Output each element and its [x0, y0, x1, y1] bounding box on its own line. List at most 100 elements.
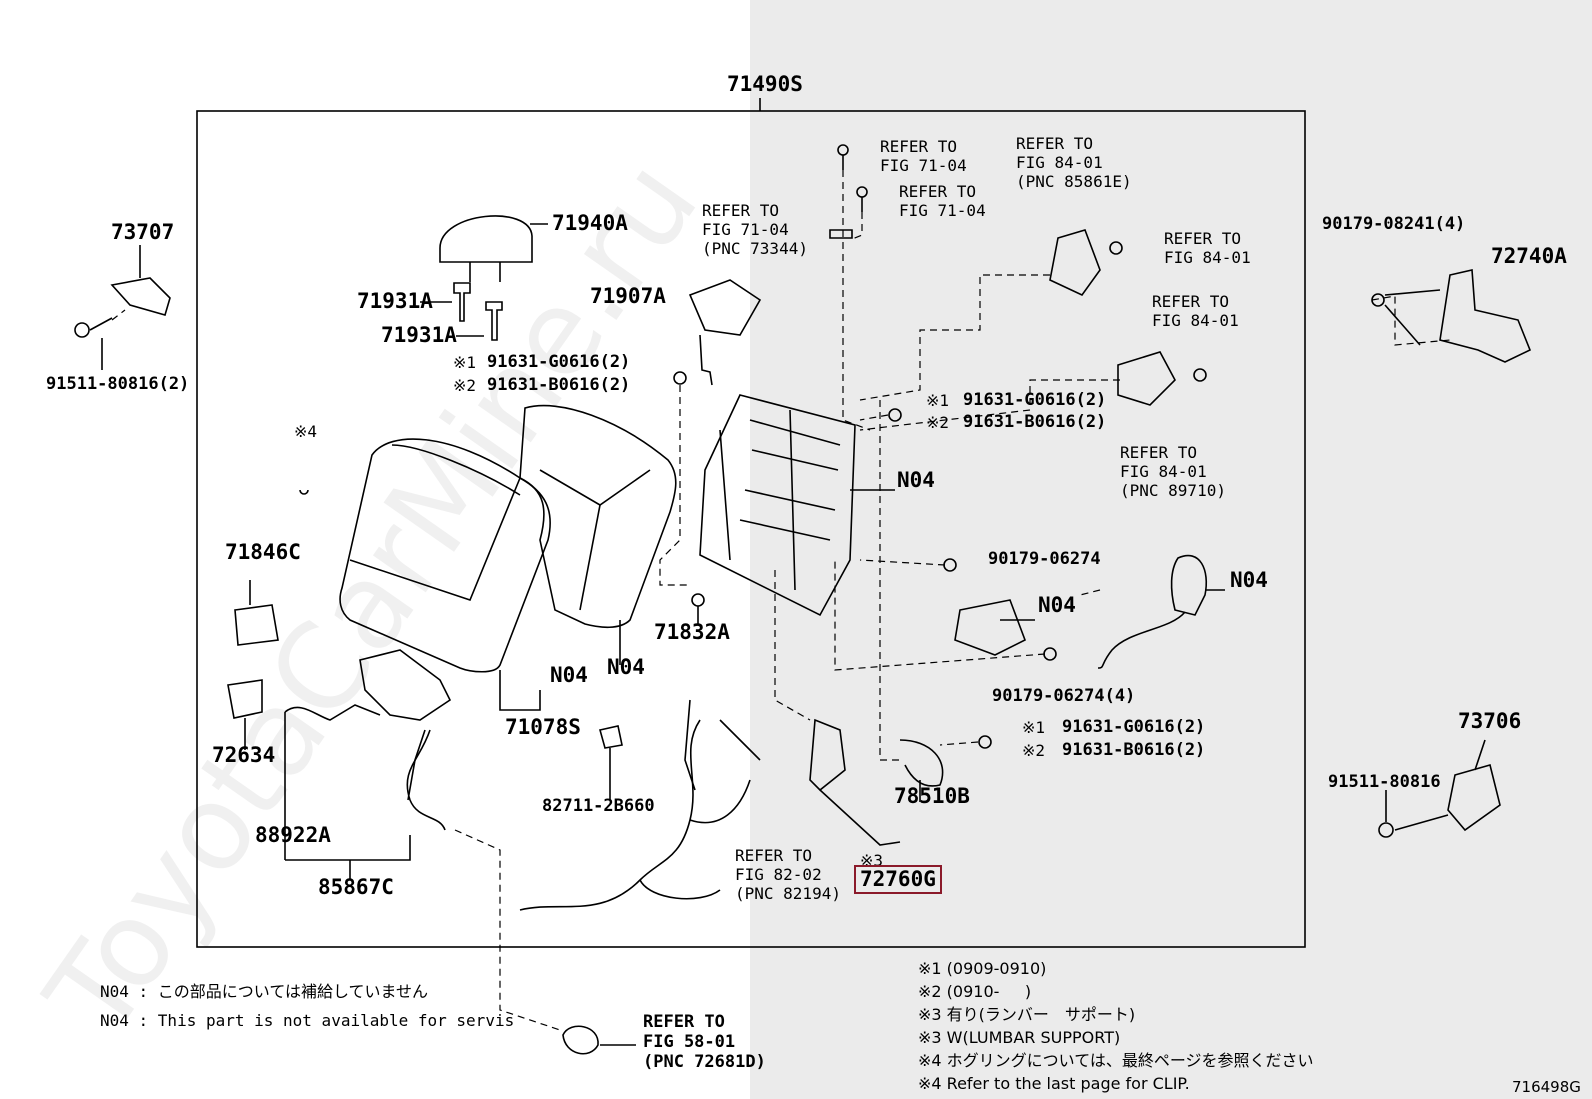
footnotes: ※1 (0909-0910) ※2 (0910- ) ※3 有り(ランバー サポ…	[918, 957, 1314, 1095]
refer-line: (PNC 85861E)	[1016, 172, 1132, 191]
footnote-3-jp: ※3 有り(ランバー サポート)	[918, 1005, 1136, 1024]
refer-line: REFER TO	[1164, 229, 1242, 248]
refer-fig-71-04-b[interactable]: REFER TO FIG 71-04	[899, 182, 986, 220]
ecu-module	[1117, 351, 1176, 406]
mark-1-b: ※1	[926, 391, 950, 410]
refer-line: FIG 71-04	[899, 201, 986, 220]
refer-line: FIG 84-01	[1120, 462, 1207, 481]
mark-1-a: ※1	[453, 353, 477, 372]
clip-82711	[599, 725, 623, 749]
part-91631-B0616-b[interactable]: 91631-B0616(2)	[963, 412, 1107, 432]
footnote-4-en: ※4 Refer to the last page for CLIP.	[918, 1074, 1190, 1093]
part-71931A-lower[interactable]: 71931A	[381, 323, 457, 347]
part-90179-06274-4[interactable]: 90179-06274(4)	[992, 686, 1136, 706]
seatback-frame	[699, 394, 856, 617]
cover-71846C	[234, 604, 279, 646]
refer-fig-84-01-d[interactable]: REFER TO FIG 84-01 (PNC 89710)	[1120, 443, 1226, 500]
part-71940A[interactable]: 71940A	[552, 211, 628, 235]
part-90179-06274[interactable]: 90179-06274	[988, 549, 1101, 569]
assembly-frame	[196, 110, 1306, 948]
refer-line: REFER TO	[1152, 292, 1230, 311]
n04-frame[interactable]: N04	[897, 468, 935, 492]
refer-line: FIG 84-01	[1016, 153, 1103, 172]
bracket-73706	[1447, 764, 1501, 832]
lumbar-pump	[1170, 554, 1207, 616]
part-85867C[interactable]: 85867C	[318, 875, 394, 899]
part-91511-80816[interactable]: 91511-80816	[1328, 772, 1441, 792]
refer-line: FIG 58-01	[643, 1032, 736, 1052]
mark-1-c: ※1	[1022, 718, 1046, 737]
recliner	[1439, 269, 1532, 363]
part-71907A[interactable]: 71907A	[590, 284, 666, 308]
refer-line: REFER TO	[643, 1012, 725, 1032]
headrest-guide-2	[485, 301, 503, 341]
part-78510B[interactable]: 78510B	[894, 784, 970, 808]
footnote-4-jp: ※4 ホグリングについては、最終ページを参照ください	[918, 1051, 1314, 1070]
mark-3: ※3	[860, 851, 884, 870]
part-91631-G0616-b[interactable]: 91631-G0616(2)	[963, 390, 1107, 410]
refer-line: (PNC 82194)	[735, 884, 841, 903]
refer-line: (PNC 73344)	[702, 239, 808, 258]
seatback-cover	[339, 438, 551, 673]
part-72760G-highlighted[interactable]: 72760G	[854, 865, 942, 894]
diagram-id: 716498G	[1512, 1078, 1581, 1096]
n04-bracket[interactable]: N04	[1038, 593, 1076, 617]
headrest	[439, 215, 533, 263]
belt-guide	[1049, 229, 1101, 297]
mark-2-c: ※2	[1022, 741, 1046, 760]
footnote-3-en: ※3 W(LUMBAR SUPPORT)	[918, 1028, 1121, 1047]
refer-fig-84-01-a[interactable]: REFER TO FIG 84-01 (PNC 85861E)	[1016, 134, 1132, 191]
refer-line: FIG 71-04	[880, 156, 967, 175]
switch-bracket	[954, 599, 1027, 656]
footnote-2: ※2 (0910- )	[918, 982, 1032, 1001]
footnote-1: ※1 (0909-0910)	[918, 959, 1047, 978]
wire-harness	[519, 719, 751, 911]
refer-line: FIG 84-01	[1152, 311, 1239, 330]
lock-assembly	[688, 279, 762, 336]
part-71846C[interactable]: 71846C	[225, 540, 301, 564]
refer-line: (PNC 72681D)	[643, 1052, 766, 1072]
seatback-pad	[519, 404, 677, 629]
part-91631-B0616-c[interactable]: 91631-B0616(2)	[1062, 740, 1206, 760]
refer-line: (PNC 89710)	[1120, 481, 1226, 500]
part-72634[interactable]: 72634	[212, 743, 276, 767]
bracket-73707	[110, 277, 171, 316]
refer-fig-71-04-c[interactable]: REFER TO FIG 71-04 (PNC 73344)	[702, 201, 808, 258]
headrest-guide	[453, 282, 471, 322]
part-73707[interactable]: 73707	[111, 220, 175, 244]
refer-fig-71-04-a[interactable]: REFER TO FIG 71-04	[880, 137, 967, 175]
part-91631-G0616-a[interactable]: 91631-G0616(2)	[487, 352, 631, 372]
n04-pump[interactable]: N04	[1230, 568, 1268, 592]
part-71832A[interactable]: 71832A	[654, 620, 730, 644]
refer-line: REFER TO	[735, 846, 813, 865]
refer-line: REFER TO	[899, 182, 977, 201]
part-90179-08241[interactable]: 90179-08241(4)	[1322, 214, 1466, 234]
refer-line: REFER TO	[880, 137, 958, 156]
refer-fig-82-02[interactable]: REFER TO FIG 82-02 (PNC 82194)	[735, 846, 841, 903]
n04-pad[interactable]: N04	[607, 655, 645, 679]
mark-2-b: ※2	[926, 413, 950, 432]
part-91511-80816-2[interactable]: 91511-80816(2)	[46, 374, 190, 394]
part-91631-G0616-c[interactable]: 91631-G0616(2)	[1062, 717, 1206, 737]
part-71078S[interactable]: 71078S	[505, 715, 581, 739]
adjuster-88922A	[284, 704, 381, 721]
refer-fig-84-01-b[interactable]: REFER TO FIG 84-01	[1164, 229, 1251, 267]
refer-line: FIG 71-04	[702, 220, 789, 239]
part-71931A-upper[interactable]: 71931A	[357, 289, 433, 313]
mark-4: ※4	[294, 422, 318, 441]
hog-ring	[299, 489, 309, 495]
refer-fig-84-01-c[interactable]: REFER TO FIG 84-01	[1152, 292, 1239, 330]
part-88922A[interactable]: 88922A	[255, 823, 331, 847]
part-71490S[interactable]: 71490S	[727, 72, 803, 96]
cover-72634	[227, 679, 263, 719]
refer-fig-58-01[interactable]: REFER TO FIG 58-01 (PNC 72681D)	[643, 1012, 766, 1072]
mark-2-a: ※2	[453, 376, 477, 395]
part-82711-2B660[interactable]: 82711-2B660	[542, 796, 655, 816]
part-73706[interactable]: 73706	[1458, 709, 1522, 733]
clip-72681D	[562, 1025, 599, 1055]
part-91631-B0616-a[interactable]: 91631-B0616(2)	[487, 375, 631, 395]
n04-cover[interactable]: N04	[550, 663, 588, 687]
note-n04-english: N04 : This part is not available for ser…	[100, 1011, 515, 1030]
part-72740A[interactable]: 72740A	[1491, 244, 1567, 268]
